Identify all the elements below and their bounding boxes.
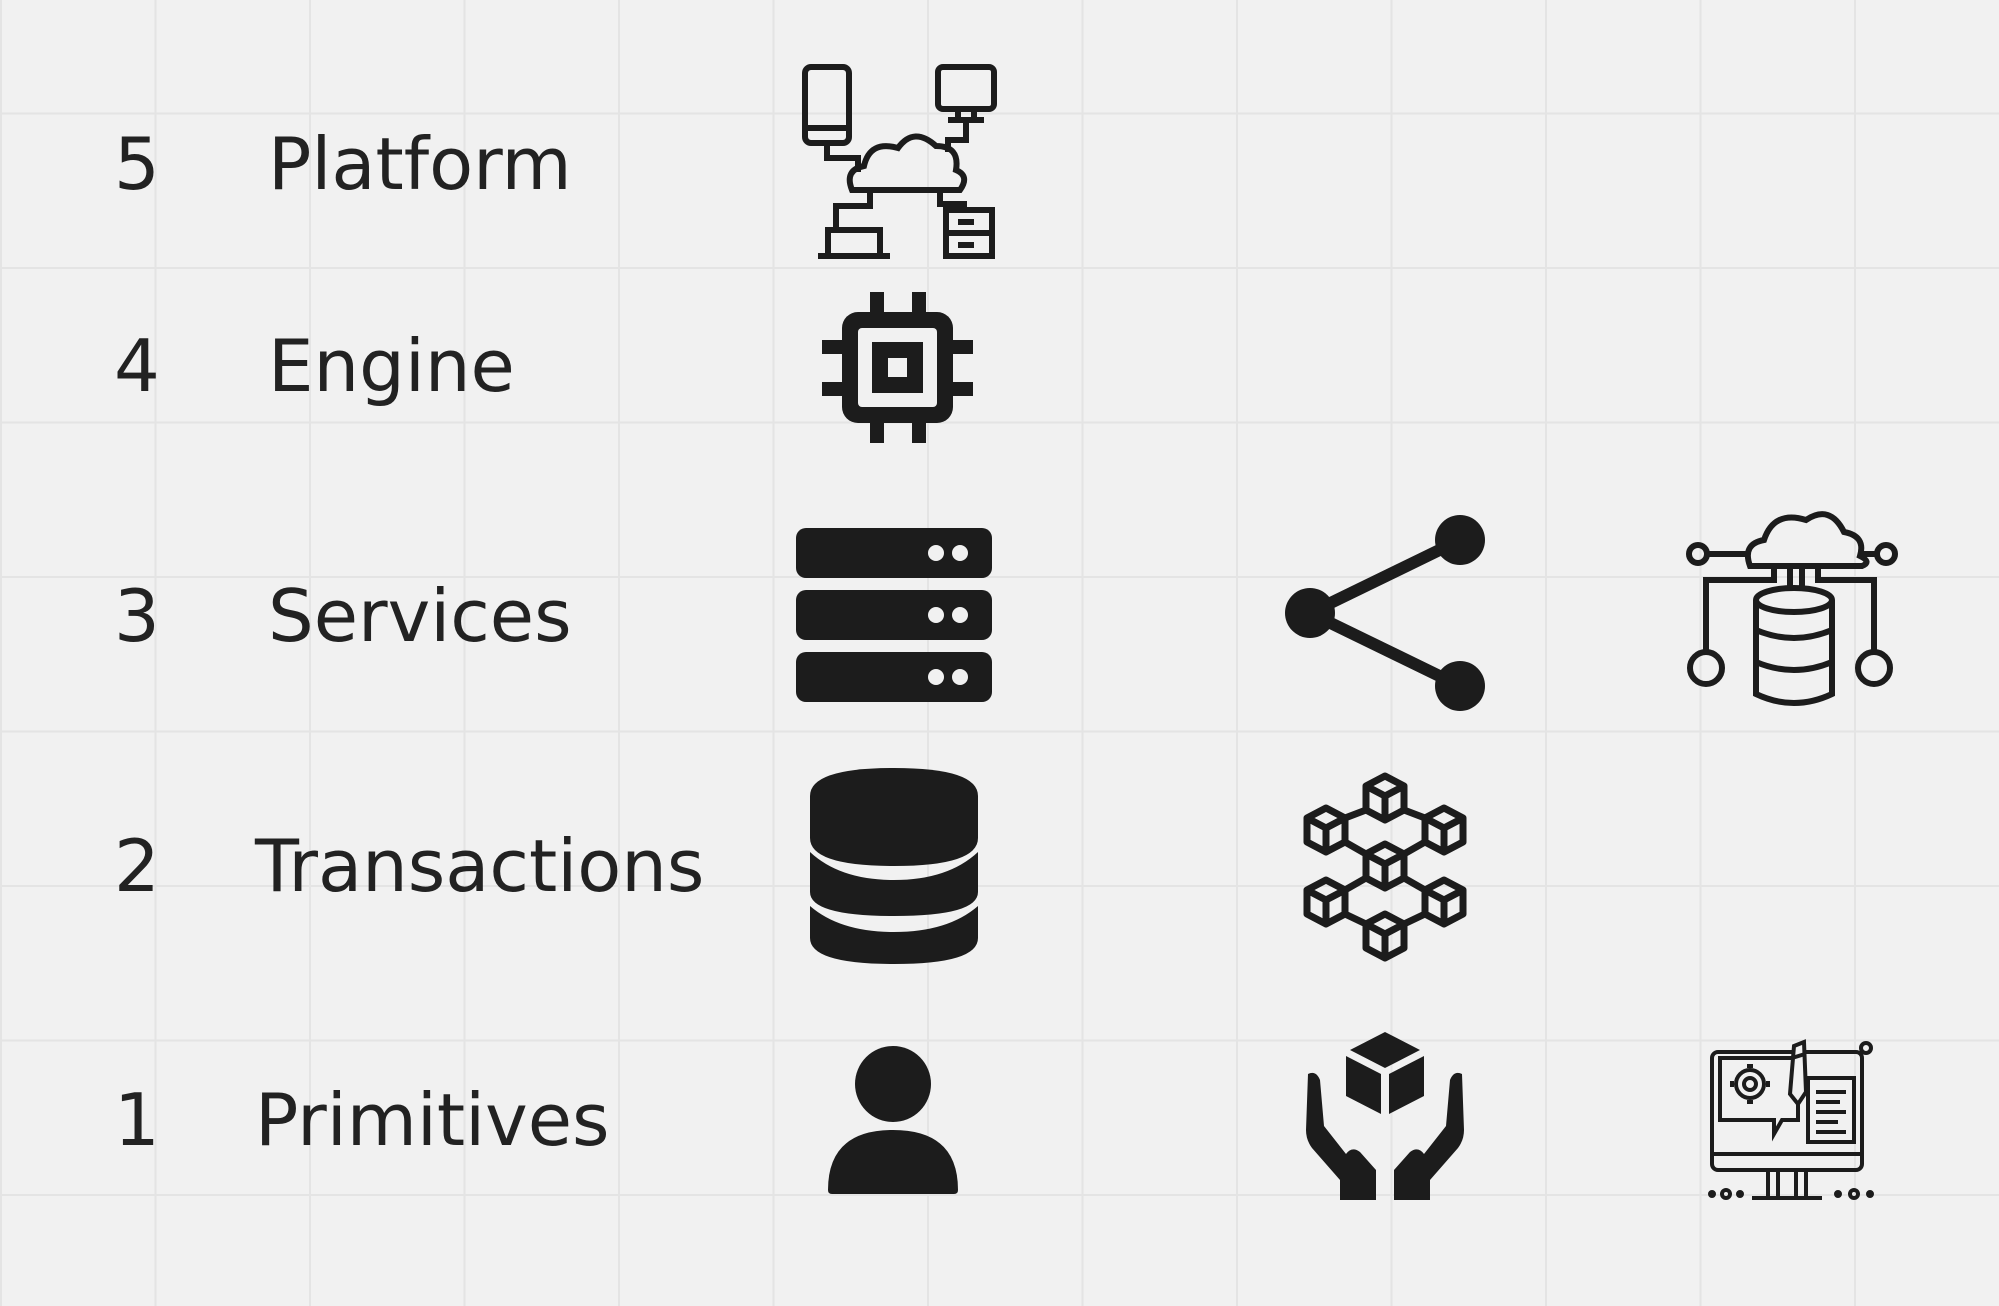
cpu-chip-icon [822,292,973,443]
cloud-network-devices-icon [802,64,997,259]
cloud-database-network-icon [1686,511,1898,706]
layer-label: Engine [268,324,515,408]
layer-number: 3 [114,574,160,658]
share-nodes-icon [1285,515,1485,711]
database-icon [810,768,978,964]
blockchain-cubes-icon [1303,772,1467,962]
layer-number: 1 [114,1078,160,1162]
layer-label: Transactions [255,824,705,908]
layer-label: Platform [268,122,572,206]
computer-settings-design-icon [1708,1039,1874,1200]
server-rack-icon [796,528,992,702]
layer-number: 4 [114,324,160,408]
layer-number: 2 [114,824,160,908]
layer-label: Primitives [255,1078,610,1162]
user-icon [828,1046,958,1194]
layer-number: 5 [114,122,160,206]
hands-holding-cube-icon [1306,1032,1464,1200]
layer-label: Services [268,574,572,658]
